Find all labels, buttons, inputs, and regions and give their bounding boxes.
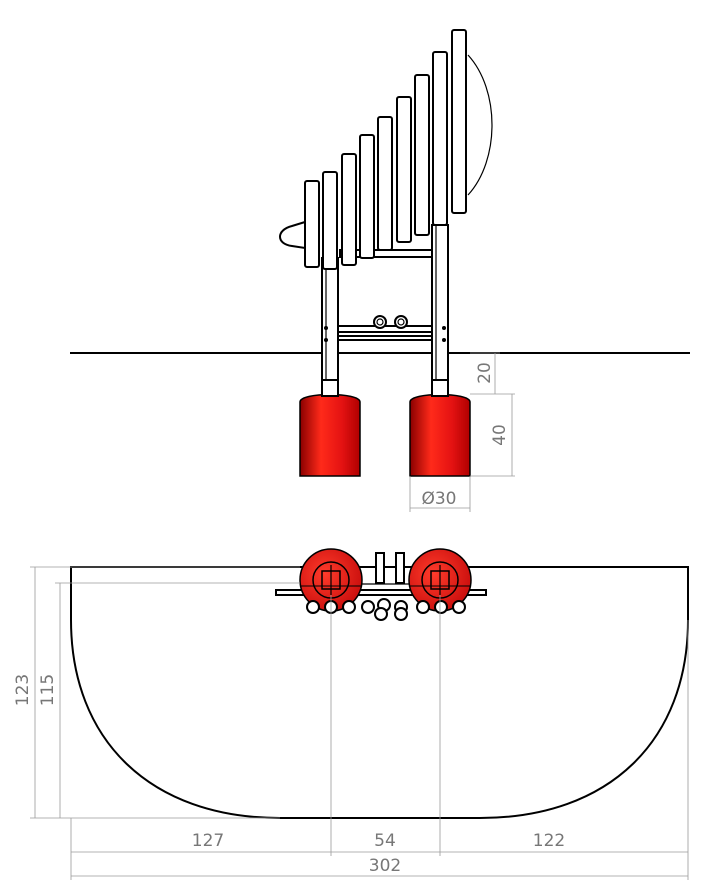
footing-left <box>299 393 361 477</box>
dim-right-offset: 122 <box>533 831 565 851</box>
footing-right <box>409 393 471 477</box>
chime-ends-top <box>306 598 466 621</box>
dim-inner-depth: 115 <box>38 674 58 706</box>
front-view: 20 40 Ø30 <box>70 29 690 512</box>
dim-depth: 20 <box>475 362 495 384</box>
side-handle <box>279 220 306 250</box>
top-view: 123 115 127 54 122 302 <box>13 548 689 880</box>
front-dimensions: 20 40 Ø30 <box>409 352 515 512</box>
concrete-footings <box>299 379 471 477</box>
dim-left-offset: 127 <box>192 831 224 851</box>
frame-posts <box>321 224 449 394</box>
dim-footing-diameter: Ø30 <box>421 489 456 509</box>
safety-zone-outline <box>70 566 689 819</box>
curved-back-plate <box>467 54 493 196</box>
bolt-icons <box>373 315 408 329</box>
dim-post-spacing: 54 <box>374 831 396 851</box>
dim-overall-width: 302 <box>369 856 401 876</box>
dim-footing-height: 40 <box>490 424 510 446</box>
top-dimensions: 123 115 127 54 122 302 <box>13 566 689 880</box>
chime-bars <box>304 29 467 270</box>
top-frame-bar <box>275 589 487 596</box>
dim-overall-depth: 123 <box>13 674 33 706</box>
